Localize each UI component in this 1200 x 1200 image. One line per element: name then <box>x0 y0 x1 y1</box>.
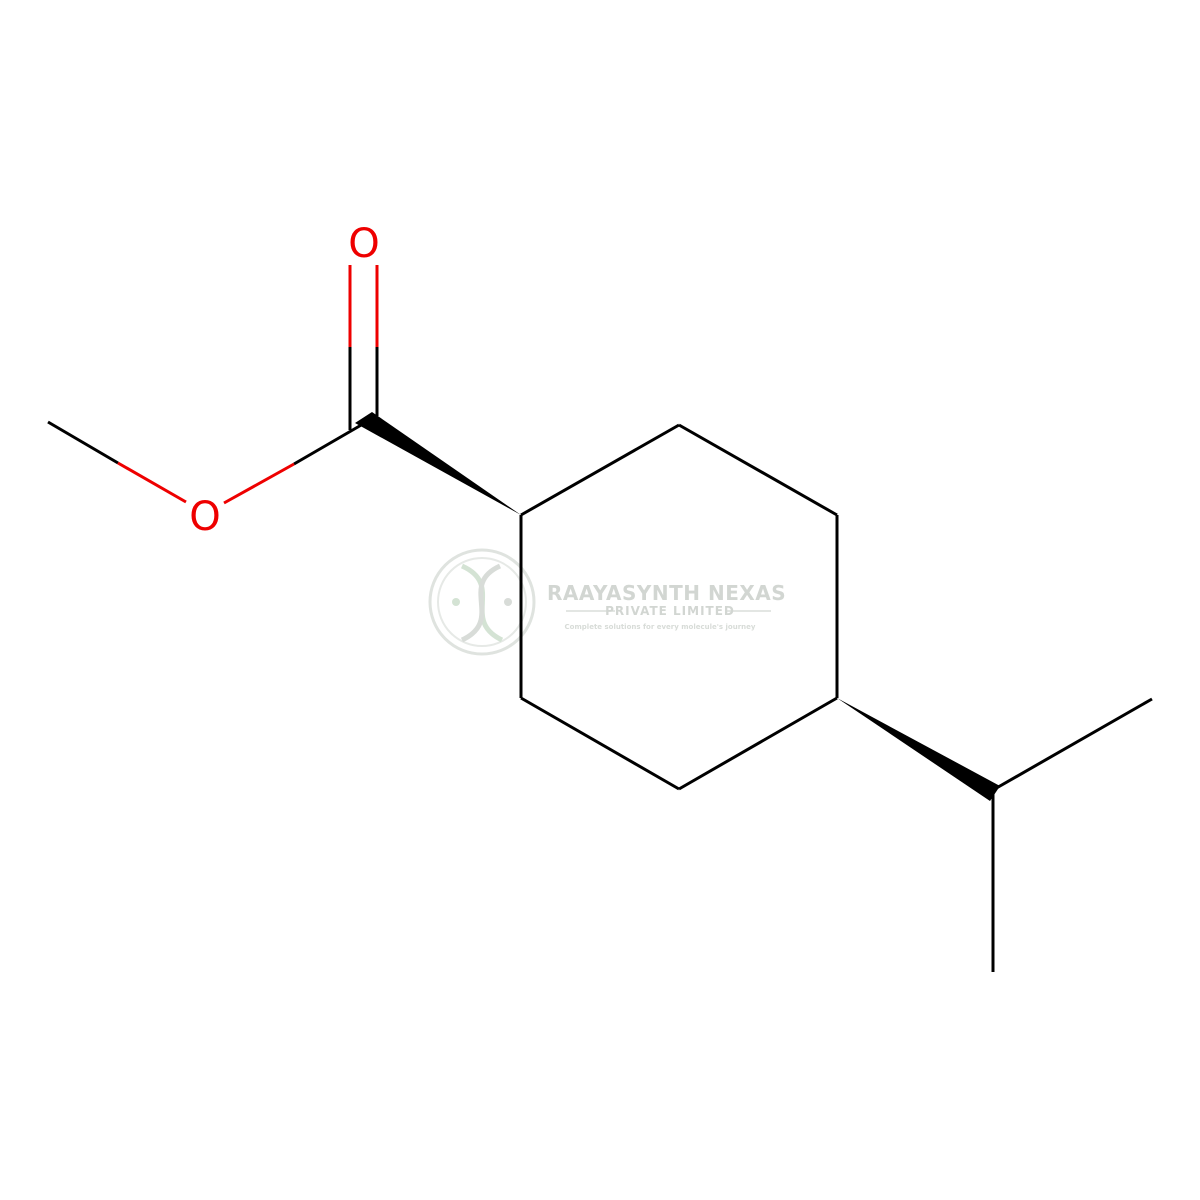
carbonyl-oxygen-label: O <box>348 221 379 267</box>
methoxy-o-c-bond <box>47 420 187 504</box>
dna-helix-icon <box>428 548 536 656</box>
isopropyl-group <box>991 697 1153 972</box>
wedge-bond-ester <box>355 412 521 515</box>
watermark: RAAYASYNTH NEXAS PRIVATE LIMITED Complet… <box>428 548 786 656</box>
ring-bond-4 <box>678 696 838 791</box>
ring-bond-5 <box>520 696 680 791</box>
watermark-tagline: Complete solutions for every molecule's … <box>565 623 756 631</box>
isopropyl-methyl-bond-upper <box>992 697 1153 792</box>
ester-oxygen-label: O <box>189 494 220 540</box>
ring-bond-2 <box>678 423 838 517</box>
cyclohexane-ring <box>519 423 839 791</box>
ring-bond-1 <box>520 423 680 517</box>
ester-c-o-bond <box>223 422 364 505</box>
watermark-subtitle: PRIVATE LIMITED <box>605 604 735 618</box>
watermark-company-name: RAAYASYNTH NEXAS <box>547 581 786 605</box>
carbonyl-double-bond <box>348 265 379 430</box>
wedge-bond-isopropyl <box>837 698 1000 801</box>
